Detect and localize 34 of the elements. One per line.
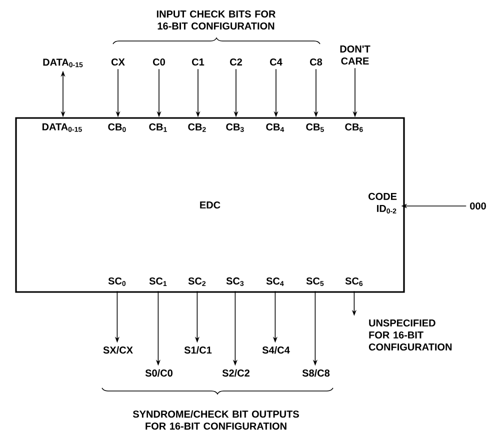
signal-label: DON'T CARE [340,45,370,65]
pin-label: CB$_{0}$ [108,123,126,132]
pin-label: CB$_{3}$ [226,123,244,132]
pin-label: CB$_{5}$ [306,123,324,132]
signal-label: S8/C8 [302,369,330,377]
signal-label: CX [111,58,125,66]
pin-label: SC$_{1}$ [149,278,167,286]
pin-label: DATA$_{0-15}$ [42,123,82,132]
pin-label: CB$_{6}$ [345,123,363,132]
signal-label: SX/CX [103,346,133,354]
pin-label: CB$_{1}$ [149,123,167,132]
signal-label: S4/C4 [262,346,290,354]
pin-label: CB$_{2}$ [188,123,206,132]
signal-label: C8 [310,58,322,66]
signal-label: C2 [230,58,242,66]
pin-label: SC$_{5}$ [306,277,324,286]
pin-label: SC$_{0}$ [108,277,126,286]
signal-label: C4 [270,58,282,66]
pin-label: CODE ID$_{0-2}$ [368,192,397,214]
pin-label: SC$_{3}$ [226,277,244,286]
pin-label: SC$_{6}$ [345,277,363,286]
pin-label: CB$_{4}$ [266,123,284,132]
signal-label: DATA$_{0-15}$ [43,58,83,68]
signal-label: S2/C2 [222,369,250,377]
signal-label: S0/C0 [145,369,172,377]
signal-label: S1/C1 [184,346,212,354]
signal-label: 000 [470,202,486,210]
heading: SYNDROME/CHECK BIT OUTPUTS FOR 16-BIT CONFIGURATION [132,410,299,430]
signal-label: C1 [192,58,204,66]
note-text: UNSPECIFIED FOR 16-BIT CONFIGURATION [368,319,452,351]
pin-label: SC$_{2}$ [188,278,206,286]
signal-label: C0 [153,58,165,66]
pin-label: SC$_{4}$ [266,278,284,286]
heading: INPUT CHECK BITS FOR 16-BIT CONFIGURATION [156,10,276,30]
